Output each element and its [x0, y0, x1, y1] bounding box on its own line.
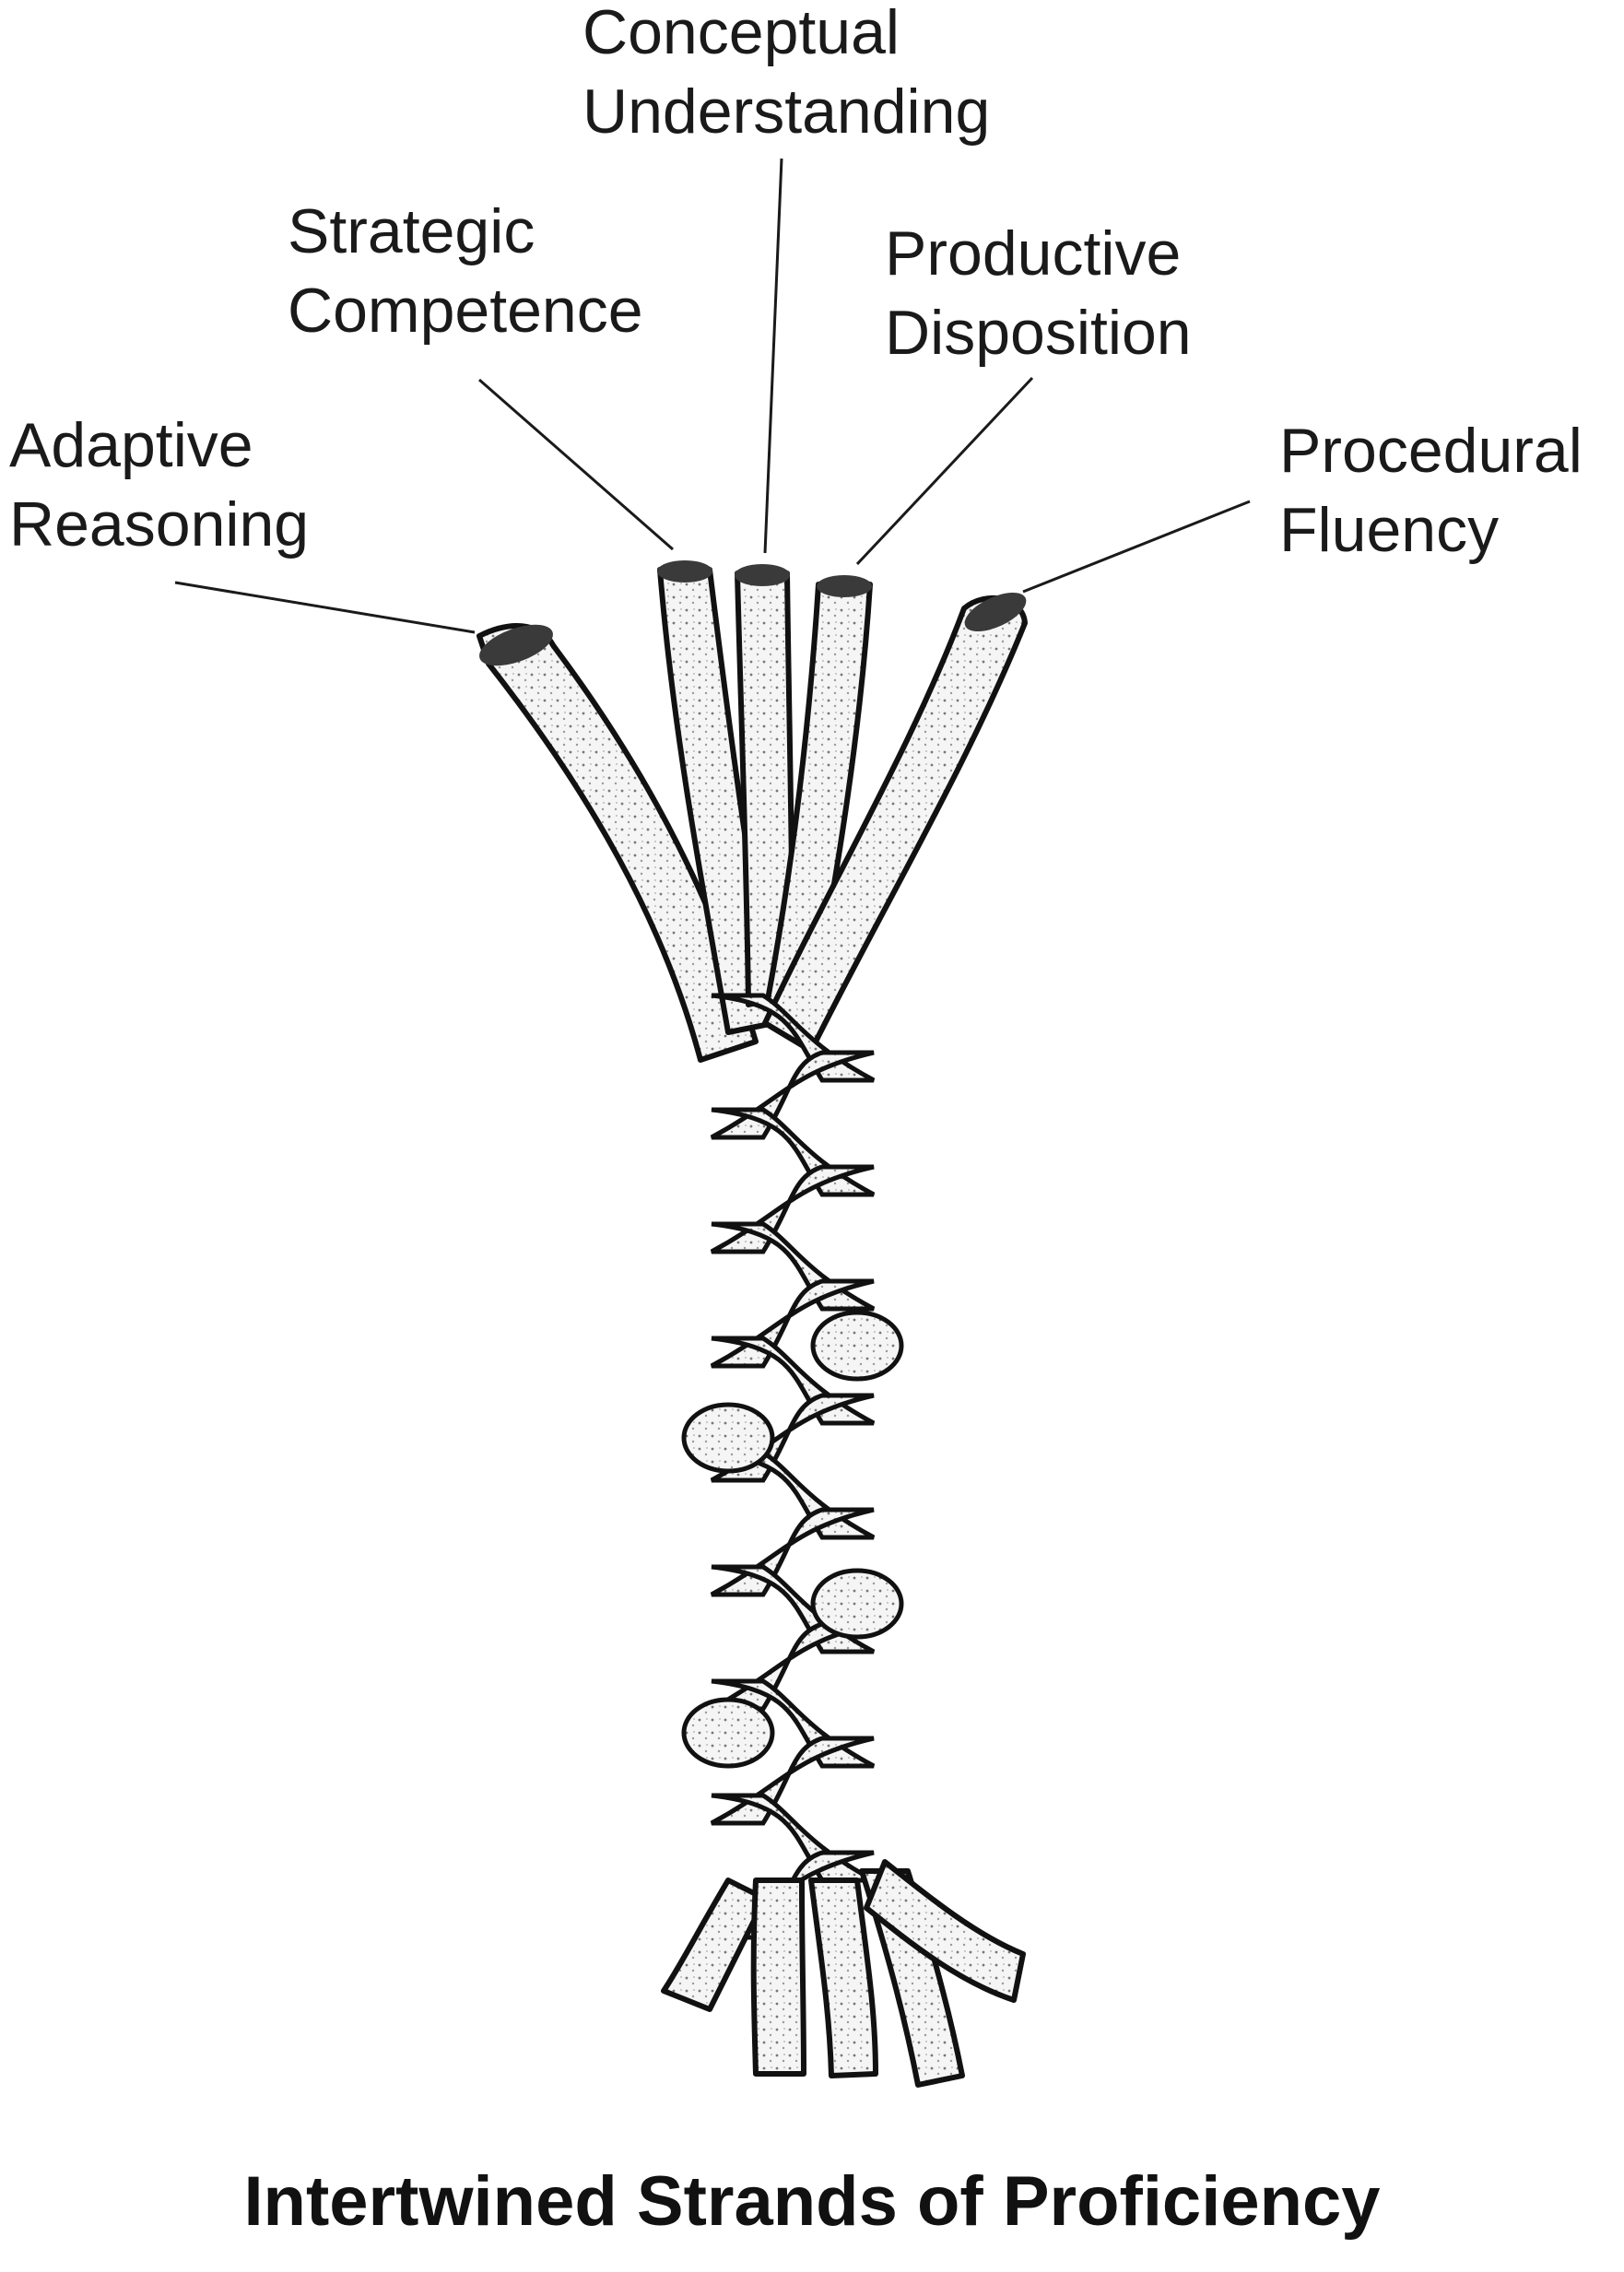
- label-procedural-fluency: Procedural Fluency: [1279, 411, 1583, 570]
- strand-end-conceptual: [735, 564, 790, 586]
- bottom-strand-center: [808, 1878, 878, 2078]
- braided-rope: [681, 993, 904, 1940]
- leader-line-conceptual: [763, 158, 783, 554]
- braid-bulge: [810, 1310, 904, 1382]
- label-adaptive-reasoning: Adaptive Reasoning: [9, 406, 309, 564]
- strand-end-productive: [817, 575, 872, 597]
- bottom-strand-right: [864, 1859, 1026, 2003]
- leader-line-adaptive: [174, 581, 476, 634]
- leader-line-procedural: [1022, 500, 1251, 594]
- leader-line-strategic: [478, 378, 674, 551]
- label-strategic-line-1: Strategic: [288, 196, 535, 266]
- bottom-strand-center-left: [750, 1878, 806, 2077]
- label-productive-disposition: Productive Disposition: [885, 214, 1192, 372]
- strand-end-strategic: [657, 560, 712, 583]
- label-adaptive-line-1: Adaptive: [9, 410, 253, 480]
- label-conceptual-understanding: Conceptual Understanding: [583, 0, 990, 151]
- label-strategic-line-2: Competence: [288, 276, 643, 346]
- label-conceptual-line-2: Understanding: [583, 77, 991, 147]
- bottom-strand-left: [661, 1878, 768, 2012]
- label-adaptive-line-2: Reasoning: [9, 489, 310, 559]
- strand-procedural: [762, 594, 1028, 1054]
- label-strategic-competence: Strategic Competence: [288, 192, 643, 350]
- label-conceptual-line-1: Conceptual: [583, 0, 900, 67]
- diagram-caption: Intertwined Strands of Proficiency: [243, 2162, 1381, 2241]
- label-procedural-line-2: Fluency: [1279, 495, 1500, 565]
- braid-bulge: [810, 1568, 904, 1640]
- braid-bulge: [681, 1697, 775, 1769]
- label-productive-line-2: Disposition: [885, 298, 1192, 368]
- label-procedural-line-1: Procedural: [1279, 416, 1583, 486]
- leader-line-productive: [855, 376, 1034, 566]
- strand-end-procedural: [964, 592, 1027, 632]
- label-productive-line-1: Productive: [885, 218, 1182, 288]
- braid-bulge: [681, 1402, 775, 1474]
- strand-end-adaptive: [479, 624, 553, 666]
